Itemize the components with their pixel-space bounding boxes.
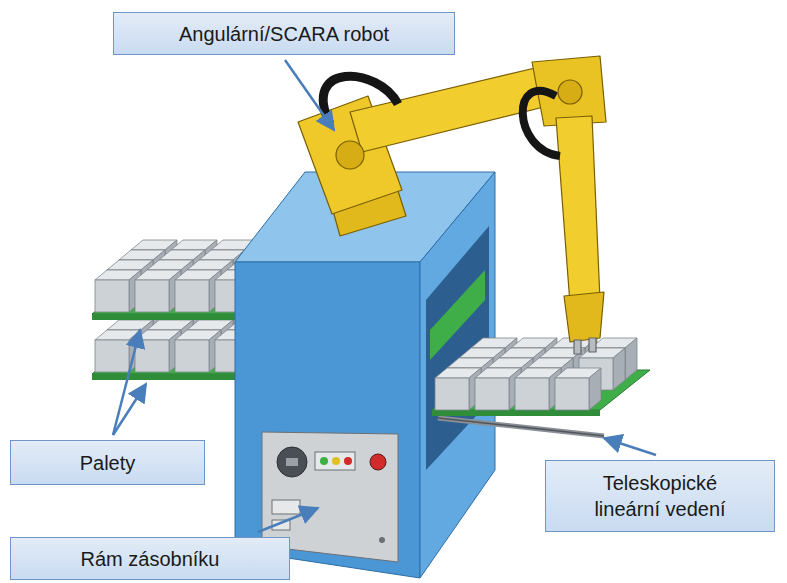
- rail-groove: [438, 418, 604, 436]
- cube: [135, 330, 181, 372]
- storage-frame: [235, 172, 495, 578]
- leader-arrow: [113, 330, 140, 435]
- pallet-edge: [432, 410, 600, 416]
- callout-box: Palety: [10, 440, 205, 485]
- emergency-stop: [370, 454, 386, 470]
- frame-front: [235, 262, 420, 578]
- callout-box: Angulární/SCARA robot: [113, 12, 455, 55]
- cube: [515, 368, 561, 410]
- joint: [558, 80, 582, 104]
- leader-arrow: [604, 438, 656, 455]
- leader-arrow: [113, 384, 146, 435]
- cube: [555, 368, 601, 410]
- button-row: [315, 452, 355, 470]
- main-switch: [277, 447, 307, 477]
- switch-handle: [286, 458, 298, 466]
- cube: [475, 368, 521, 410]
- callout-label: Palety: [80, 450, 136, 476]
- robot-cable: [323, 76, 398, 124]
- leader-arrow: [285, 60, 334, 130]
- cube: [175, 270, 221, 312]
- cube: [435, 368, 481, 410]
- extended-pallet: [432, 338, 650, 436]
- wrist: [564, 292, 604, 342]
- robot-cable: [523, 91, 560, 156]
- socket: [272, 500, 300, 514]
- gripper-finger: [574, 340, 581, 354]
- leader-arrow: [258, 508, 318, 532]
- callout-label: Rám zásobníku: [81, 546, 220, 572]
- pallet-edge: [92, 314, 252, 320]
- red-button: [344, 457, 352, 465]
- joint: [336, 141, 364, 169]
- yellow-button: [332, 457, 340, 465]
- cube: [135, 270, 181, 312]
- cube: [95, 270, 141, 312]
- green-button: [320, 457, 328, 465]
- screw: [379, 537, 385, 543]
- callout-box: Teleskopické lineární vedení: [545, 460, 775, 532]
- telescopic-rail: [438, 418, 604, 436]
- pallet-edge: [92, 374, 252, 380]
- forearm: [556, 116, 600, 304]
- callout-box: Rám zásobníku: [10, 537, 290, 580]
- gripper-finger: [589, 338, 596, 352]
- callout-label: Teleskopické lineární vedení: [571, 470, 749, 522]
- callout-label: Angulární/SCARA robot: [179, 21, 389, 47]
- robot: [298, 56, 606, 354]
- cube: [175, 330, 221, 372]
